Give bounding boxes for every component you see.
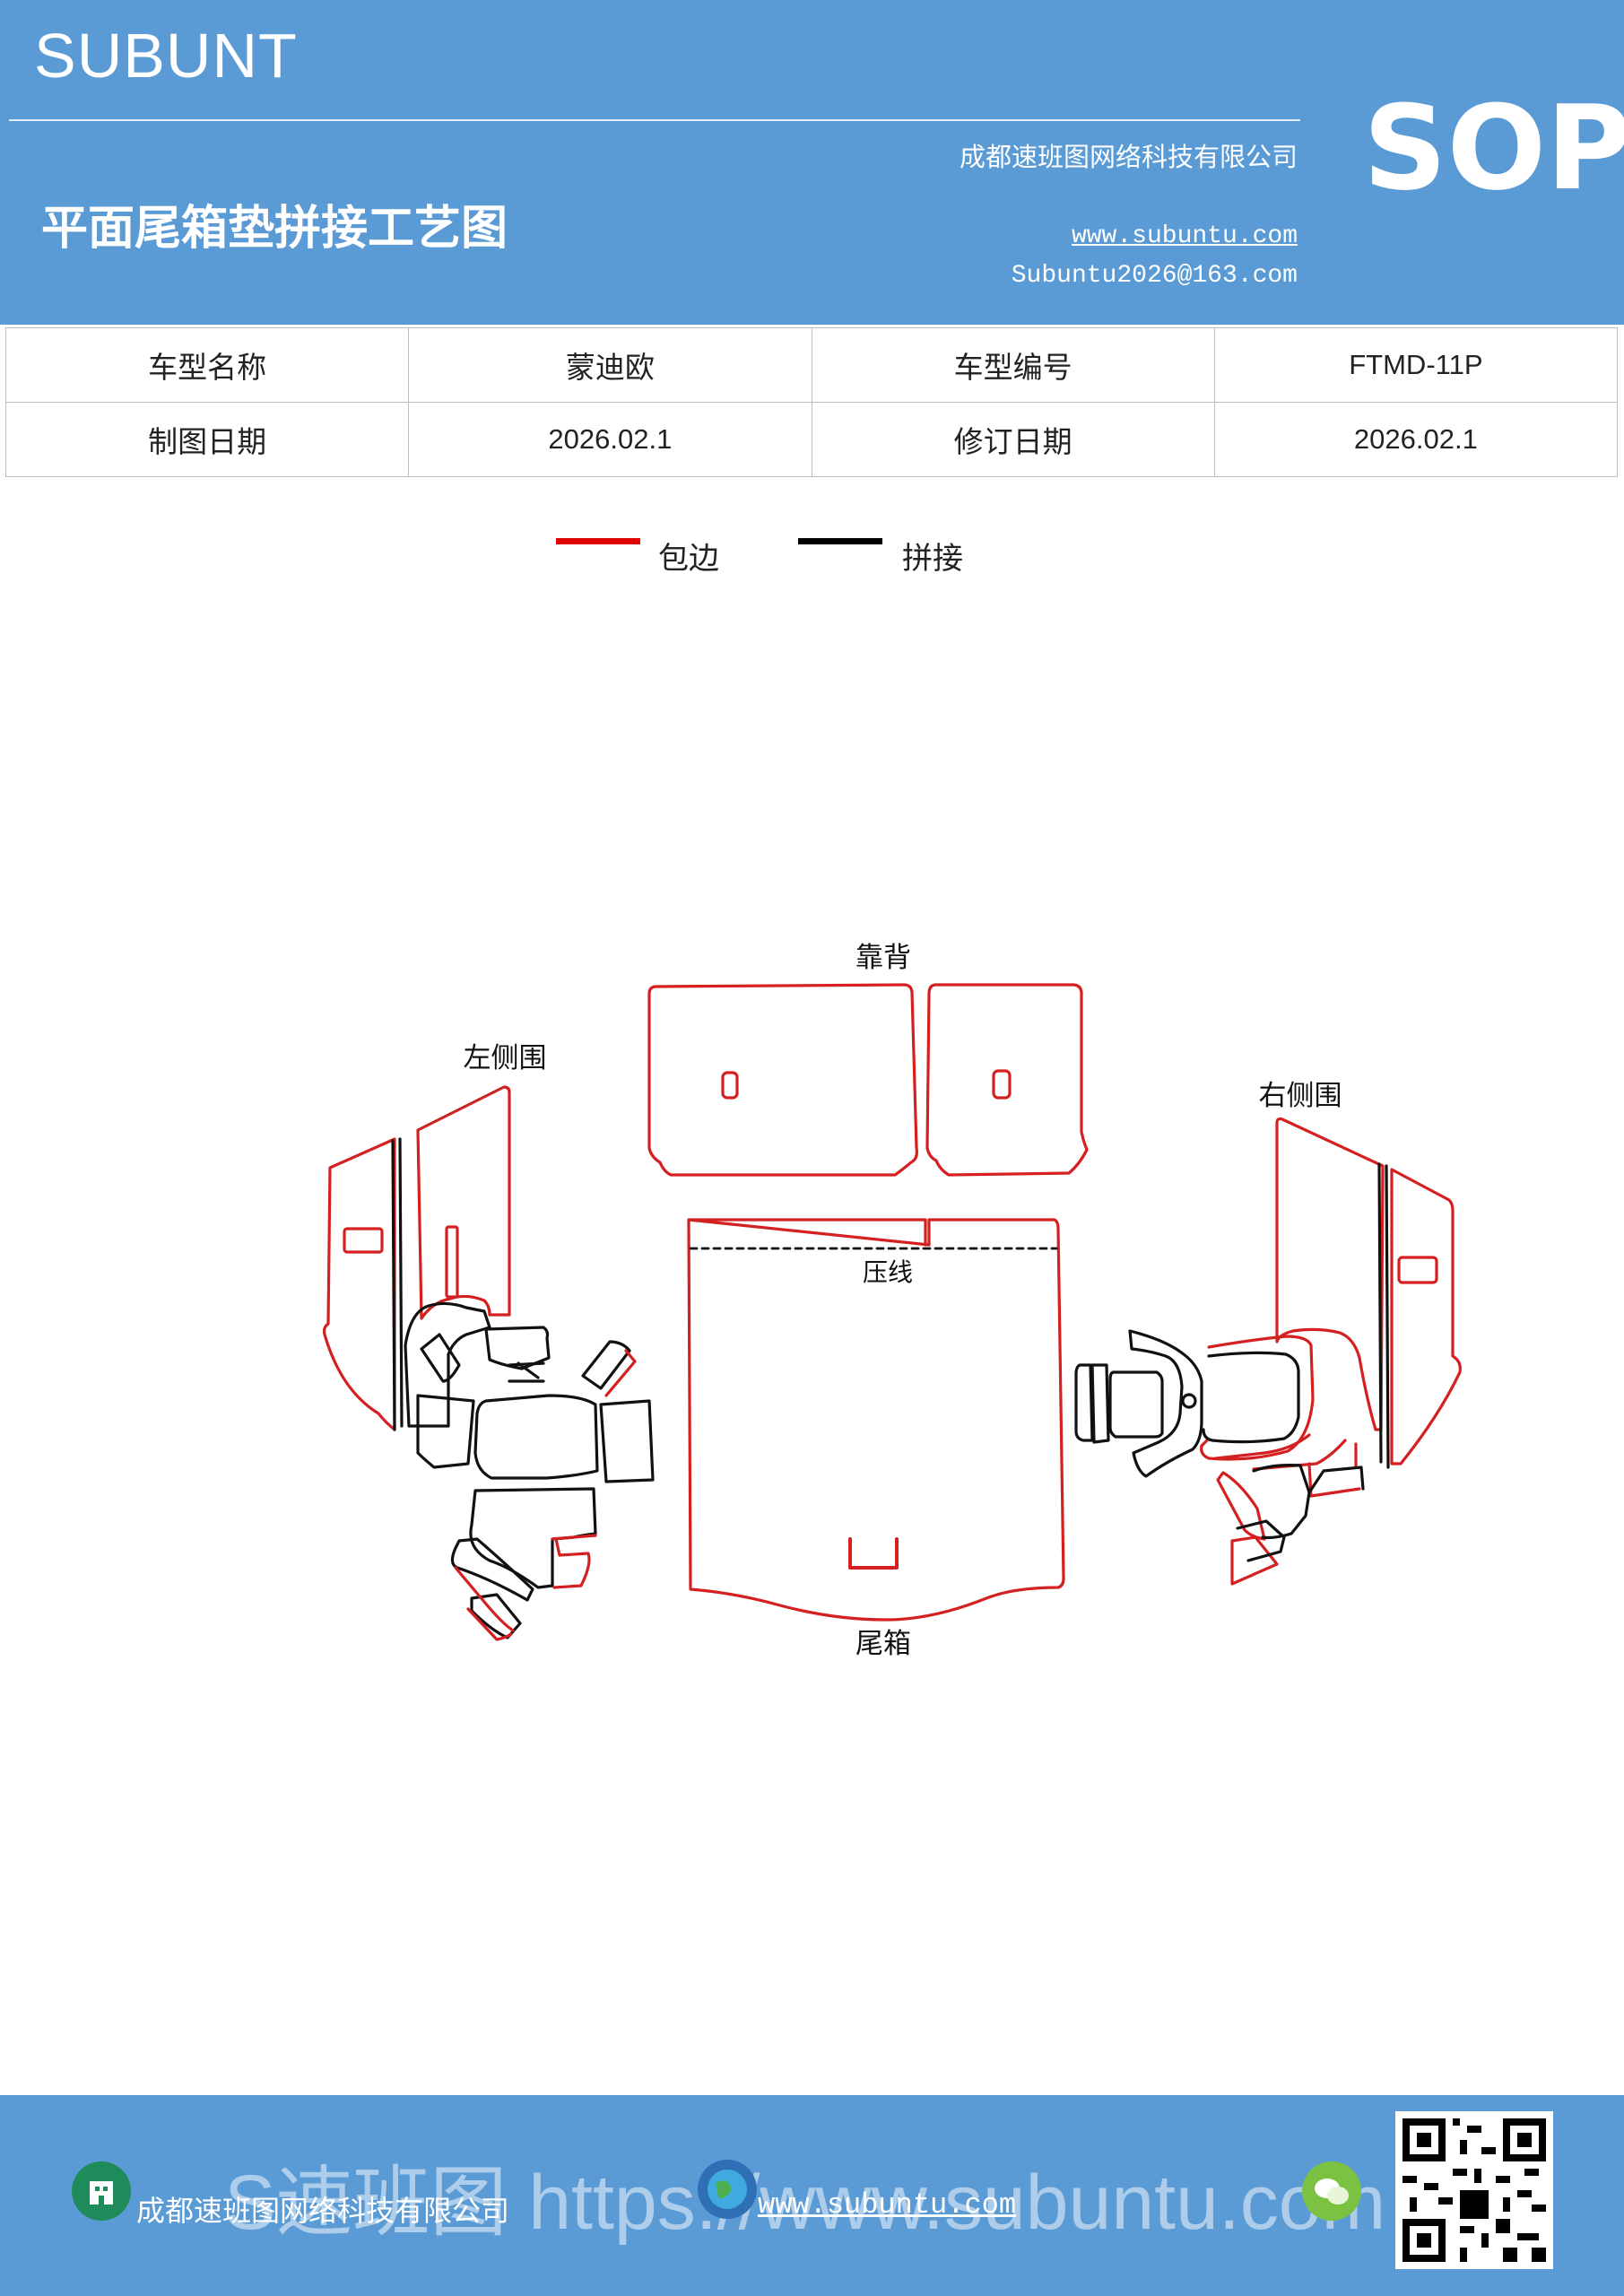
backrest-right-panel [925,983,1089,1177]
header-divider [9,119,1300,121]
company-name: 成都速班图网络科技有限公司 [959,142,1298,172]
label-right-side: 右侧围 [1259,1080,1342,1112]
footer-website-link[interactable]: www.subuntu.com [758,2188,1017,2222]
sop-badge: SOP [1363,80,1624,216]
brand-name: SUBUNT [34,21,298,91]
label-model-code: 车型编号 [811,327,1215,403]
vehicle-info-table: 车型名称 蒙迪欧 车型编号 FTMD-11P 制图日期 2026.02.1 修订… [4,327,1619,477]
trunk-mat-pattern-diagram: 靠背 左侧围 右侧围 压线 尾箱 [322,942,1462,1660]
globe-icon [698,2160,757,2219]
left-side-edge-details [454,1349,637,1641]
label-draw-date: 制图日期 [4,402,410,477]
left-side-seams [391,1137,655,1639]
label-crease: 压线 [863,1257,913,1287]
legend-seam-swatch [798,538,882,544]
table-row: 车型名称 蒙迪欧 车型编号 FTMD-11P [4,327,1619,403]
legend-seam-label: 拼接 [902,541,963,577]
label-backrest: 靠背 [855,942,911,974]
backrest-left-panel [647,983,918,1177]
legend-edge-swatch [556,538,640,544]
left-side-wall-panels [322,1085,511,1431]
label-left-side: 左侧围 [464,1042,547,1074]
value-draw-date: 2026.02.1 [408,402,812,477]
label-trunk: 尾箱 [855,1628,911,1660]
value-model-name: 蒙迪欧 [408,327,812,403]
table-row: 制图日期 2026.02.1 修订日期 2026.02.1 [4,402,1619,477]
website-link[interactable]: www.subuntu.com [1071,222,1298,250]
right-side-seams [1074,1162,1390,1562]
label-revision-date: 修订日期 [811,402,1215,477]
header-banner: SUBUNT 平面尾箱垫拼接工艺图 成都速班图网络科技有限公司 www.subu… [0,0,1624,325]
legend-edge-label: 包边 [658,541,719,577]
building-icon [72,2161,131,2221]
page-title: 平面尾箱垫拼接工艺图 [41,202,508,256]
value-model-code: FTMD-11P [1213,327,1619,403]
label-model-name: 车型名称 [4,327,410,403]
footer-watermark: S速班图 https://www.subuntu.com [224,2160,1386,2246]
footer-company-name: 成都速班图网络科技有限公司 [136,2194,510,2228]
trunk-main-panel [687,1218,1065,1622]
right-side-wall-panels [1200,1117,1462,1586]
qr-code-icon [1395,2111,1553,2269]
wechat-icon [1302,2161,1361,2221]
email-address: Subuntu2026@163.com [1011,262,1298,290]
value-revision-date: 2026.02.1 [1213,402,1619,477]
